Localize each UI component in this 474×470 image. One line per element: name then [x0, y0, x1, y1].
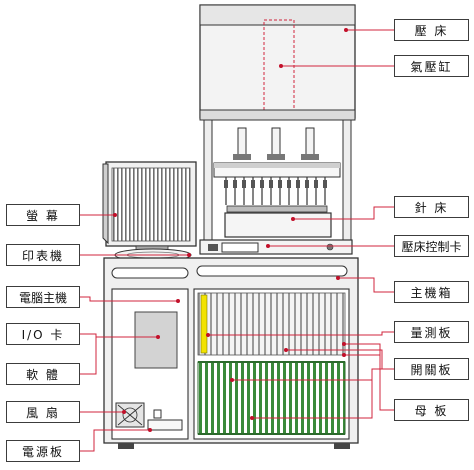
press-head: [199, 4, 356, 243]
needle-holder: [323, 180, 327, 188]
measure-board-slots: [197, 292, 346, 356]
label-motherboard: 母 板: [394, 399, 469, 421]
power-board: [147, 419, 183, 431]
test-needles: [224, 177, 327, 205]
label-press-controller: 壓床控制卡: [394, 235, 469, 257]
label-switch-board: 開關板: [394, 358, 469, 380]
needle-holder: [224, 180, 228, 188]
label-computer: 電腦主機: [6, 286, 80, 308]
needle-bed: [224, 205, 332, 238]
needle-holder: [314, 180, 318, 188]
press-controller-unit: [199, 239, 353, 255]
needle-holder: [287, 180, 291, 188]
needle-holder: [233, 180, 237, 188]
label-fan: 風 扇: [6, 401, 80, 423]
label-printer: 印表機: [6, 244, 80, 266]
needle-holder: [251, 180, 255, 188]
switch-board-slots: [197, 361, 346, 435]
label-measure-board: 量測板: [394, 321, 469, 343]
label-chassis: 主機箱: [394, 281, 469, 303]
label-power-board: 電源板: [6, 440, 80, 462]
label-monitor: 螢 幕: [6, 204, 80, 226]
io-card: [134, 311, 178, 369]
measure-board-yellow: [200, 294, 208, 354]
label-needle-bed: 針 床: [394, 196, 469, 218]
needle-holder: [296, 180, 300, 188]
monitor: [102, 161, 197, 262]
leader-dots: [113, 28, 348, 432]
needle-holder: [242, 180, 246, 188]
needle-holder: [278, 180, 282, 188]
label-io-card: I/O 卡: [6, 323, 80, 345]
label-air-cylinder: 氣壓缸: [394, 55, 469, 77]
needle-holder: [305, 180, 309, 188]
cabinet: [103, 257, 359, 449]
label-press-bed: 壓 床: [394, 19, 469, 41]
needle-holder: [260, 180, 264, 188]
needle-holder: [269, 180, 273, 188]
leader-lines: [80, 29, 394, 452]
label-software: 軟 體: [6, 363, 80, 385]
